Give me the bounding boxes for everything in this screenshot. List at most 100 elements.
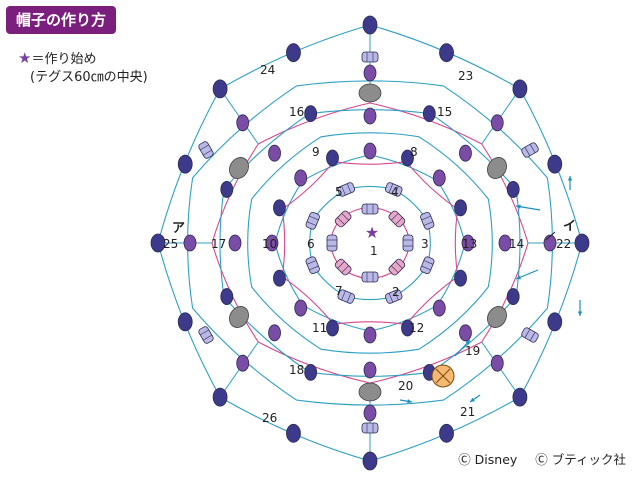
bead-outer3-0 — [543, 234, 557, 252]
arrow-14-head — [516, 204, 521, 209]
tube-ring2-7-seg1 — [421, 215, 431, 221]
copyright: Ⓒ Disney Ⓒ ブティック社 — [458, 449, 626, 468]
tube-ring2-0-body — [420, 256, 435, 274]
bead-ring4-5 — [304, 105, 318, 123]
arrow-21-head — [470, 397, 475, 402]
bead-ring3b-2 — [326, 319, 339, 337]
tube-outer-3-seg2 — [203, 334, 212, 341]
bead-outer-5 — [212, 79, 228, 99]
bead-outer3-4 — [183, 234, 197, 252]
tube-inner-1-seg1 — [395, 261, 403, 269]
page-title: 帽子の作り方 — [6, 6, 117, 34]
bead-outer-7 — [512, 79, 528, 99]
tube-inner-3-seg2 — [341, 265, 349, 273]
tube-inner-7-body — [388, 210, 406, 228]
bead-ring4b-0 — [498, 234, 512, 252]
tube-inner-3-seg1 — [337, 261, 345, 269]
bead-gray-shape-3 — [229, 306, 249, 328]
bead-outer2-3 — [177, 312, 193, 332]
tube-ring2-5-seg2 — [341, 185, 346, 196]
tube-ring2-6-body — [384, 182, 403, 197]
bead-gray-shape-1 — [358, 382, 382, 402]
bead-ring4-6 — [422, 105, 436, 123]
label-6: 6 — [307, 237, 315, 251]
label-16: 16 — [289, 105, 304, 119]
tube-ring2-5-seg1 — [346, 183, 352, 194]
tube-ring2-4-seg1 — [309, 215, 319, 221]
bead-outer2-2 — [286, 423, 301, 443]
label-15: 15 — [437, 105, 452, 119]
bead-ring3-0 — [461, 234, 475, 252]
bead-ring4b-2 — [363, 361, 377, 379]
tube-inner-2-body — [361, 271, 379, 283]
label-18: 18 — [289, 363, 304, 377]
tube-inner-7-seg1 — [391, 213, 399, 221]
label-1: 1 — [370, 244, 378, 258]
tube-inner-6 — [361, 203, 379, 215]
bead-ring3-5 — [294, 169, 308, 187]
tube-ring2-7 — [420, 212, 435, 230]
bead-ring4-7 — [506, 181, 520, 198]
bead-gray-5 — [487, 306, 507, 328]
bead-ring3-2 — [363, 326, 377, 344]
bead-gray-shape-2 — [229, 157, 249, 179]
bead-gray-shape-4 — [487, 157, 507, 179]
bead-gray-2 — [229, 157, 249, 179]
bead-outer-6 — [362, 15, 378, 35]
tube-ring2-2-body — [337, 289, 356, 304]
tube-outer-0 — [361, 51, 379, 63]
tube-outer-5 — [521, 327, 539, 343]
tube-outer-5-body — [521, 327, 539, 343]
bead-outer-1 — [512, 387, 528, 407]
bead-gray-1 — [358, 382, 382, 402]
thread-ring-7 — [187, 80, 553, 406]
tube-outer-2-seg2 — [203, 149, 212, 156]
bead-gray-0 — [358, 83, 382, 103]
tube-inner-5-seg2 — [337, 217, 345, 225]
arrow-22b-head — [577, 311, 583, 316]
label-4: 4 — [391, 185, 399, 199]
label-i-leader — [545, 231, 556, 241]
tube-ring2-3-seg2 — [309, 265, 319, 271]
bead-orange-marker — [431, 364, 455, 388]
label-10: 10 — [262, 237, 277, 251]
tube-ring2-7-seg2 — [423, 221, 434, 226]
star-icon: ★ — [18, 49, 32, 67]
tube-ring2-6-seg2 — [394, 185, 399, 196]
tube-ring2-1-seg1 — [394, 290, 399, 301]
label-a: ア — [172, 221, 185, 236]
tube-outer-5-seg1 — [524, 329, 531, 338]
bead-ring3b-6 — [401, 149, 414, 167]
tube-inner-0 — [402, 234, 414, 252]
bead-outer3-5 — [236, 114, 250, 132]
tube-inner-6-body — [361, 203, 379, 215]
label-2: 2 — [392, 285, 400, 299]
bead-orange-cross2 — [435, 368, 451, 384]
tube-inner-0-body — [402, 234, 414, 252]
tube-ring2-6-seg1 — [388, 183, 394, 194]
label-i: イ — [563, 219, 576, 234]
direction-arrows — [399, 176, 583, 404]
label-19: 19 — [465, 344, 480, 358]
tube-inner-5 — [334, 210, 352, 228]
tube-ring2-4 — [305, 212, 320, 230]
tube-outer-3-body — [198, 326, 214, 344]
bead-outer-3 — [212, 387, 228, 407]
tube-outer-2-seg1 — [200, 144, 209, 151]
bead-outer-0 — [574, 233, 590, 253]
label-23: 23 — [458, 69, 473, 83]
tube-inner-2 — [361, 271, 379, 283]
tube-inner-3-body — [334, 258, 352, 276]
bead-outer-2 — [362, 451, 378, 471]
bead-ring4b-3 — [268, 324, 281, 342]
bead-ring4b-5 — [268, 144, 281, 162]
label-11: 11 — [312, 321, 327, 335]
label-22: 22 — [556, 237, 571, 251]
tube-outer-4-seg2 — [529, 144, 536, 153]
label-17: 17 — [211, 237, 226, 251]
label-3: 3 — [421, 237, 429, 251]
bead-outer3-1 — [490, 354, 504, 372]
tube-ring2-0-seg2 — [421, 265, 431, 271]
bead-ring3b-0 — [454, 269, 467, 287]
bead-ring4b-4 — [228, 234, 242, 252]
